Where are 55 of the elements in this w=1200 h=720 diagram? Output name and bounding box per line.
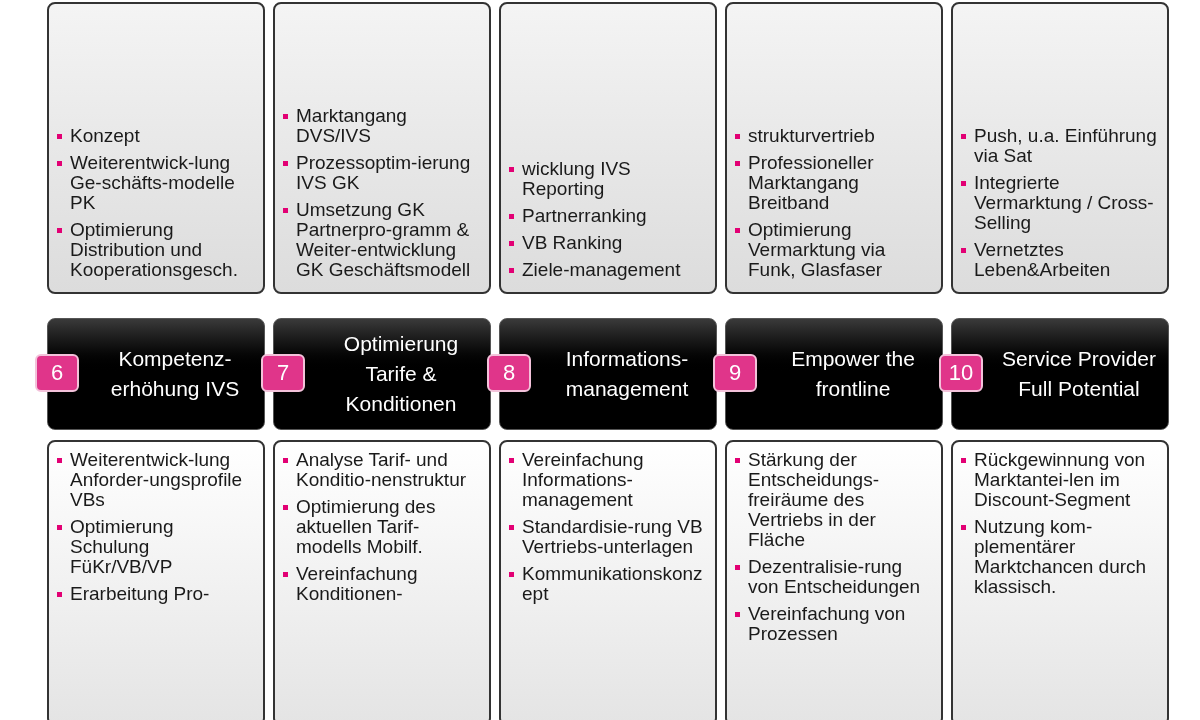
bullet-text: Vereinfachung Konditionen- [296,564,419,604]
category-header [273,318,491,430]
bullet-text: Erarbeitung Pro- [70,584,210,604]
bullet-text: Optimierung Distribution und Kooperationsgesch. [70,220,239,280]
task-list-box [47,2,265,294]
header-title: Service Provider Full Potential [1000,346,1158,402]
category-header [725,318,943,430]
header-title: Kompetenz-erhöhung IVS [109,346,241,402]
category-header [47,318,265,430]
task-list-box [273,2,491,294]
number-badge: 10 [939,354,983,392]
category-header [951,318,1169,430]
bullet-text: Vereinfachung Informations-management [522,450,645,510]
bullet-text: Umsetzung GK Partnerpro-gramm & Weiter-entwicklung GK Geschäftsmodell [296,200,472,280]
number-badge: 6 [35,354,79,392]
bullet-text: Konzept [70,126,140,146]
bullet-text: Rückgewinnung von Marktantei-len im Discount-Segment [974,450,1147,510]
task-list-box [725,440,943,720]
task-list-box [951,2,1169,294]
bullet-text: Marktangang DVS/IVS [296,106,408,146]
category-header [499,318,717,430]
bullet-text: Push, u.a. Einführung via Sat [974,126,1158,166]
task-list-box [499,2,717,294]
bullet-text: Vereinfachung von Prozessen [748,604,907,644]
task-list-box [951,440,1169,720]
bullet-text: Kommunikationskonzept [522,564,704,604]
task-list-box [47,440,265,720]
task-list-box [499,440,717,720]
header-title: Informations-management [564,346,690,402]
header-title: Optimierung Tarife & Konditionen [342,331,460,417]
bullet-text: Optimierung des aktuellen Tarif-modells Mobilf. [296,497,437,557]
number-badge: 8 [487,354,531,392]
bullet-text: Vernetztes Leben&Arbeiten [974,240,1112,280]
task-list-box [273,440,491,720]
bullet-text: Nutzung kom-plementärer Marktchancen durch klassisch. [974,517,1148,597]
bullet-text: Weiterentwick-lung Ge-schäfts-modelle PK [70,153,236,213]
bullet-text: Stärkung der Entscheidungs-freiräume des Vertriebs in der Fläche [748,450,880,550]
bullet-text: Standardisie-rung VB Vertriebs-unterlagen [522,517,704,557]
bullet-text: Professioneller Marktangang Breitband [748,153,875,213]
bullet-text: Dezentralisie-rung von Entscheidungen [748,557,922,597]
task-list-box [725,2,943,294]
number-badge: 9 [713,354,757,392]
bullet-text: Optimierung Vermarktung via Funk, Glasfaser [748,220,887,280]
bullet-text: wicklung IVS Reporting [522,159,632,199]
bullet-text: Optimierung Schulung FüKr/VB/VP [70,517,175,577]
bullet-text: Weiterentwick-lung Anforder-ungsprofile VBs [70,450,244,510]
header-title: Empower the frontline [790,346,916,402]
bullet-text: Partnerranking [522,206,647,226]
bullet-text: Ziele-management [522,260,681,280]
bullet-text: Analyse Tarif- und Konditio-nenstruktur [296,450,468,490]
bullet-text: Prozessoptim-ierung IVS GK [296,153,472,193]
bullet-text: VB Ranking [522,233,623,253]
bullet-text: strukturvertrieb [748,126,875,146]
bullet-text: Integrierte Vermarktung / Cross-Selling [974,173,1155,233]
number-badge: 7 [261,354,305,392]
